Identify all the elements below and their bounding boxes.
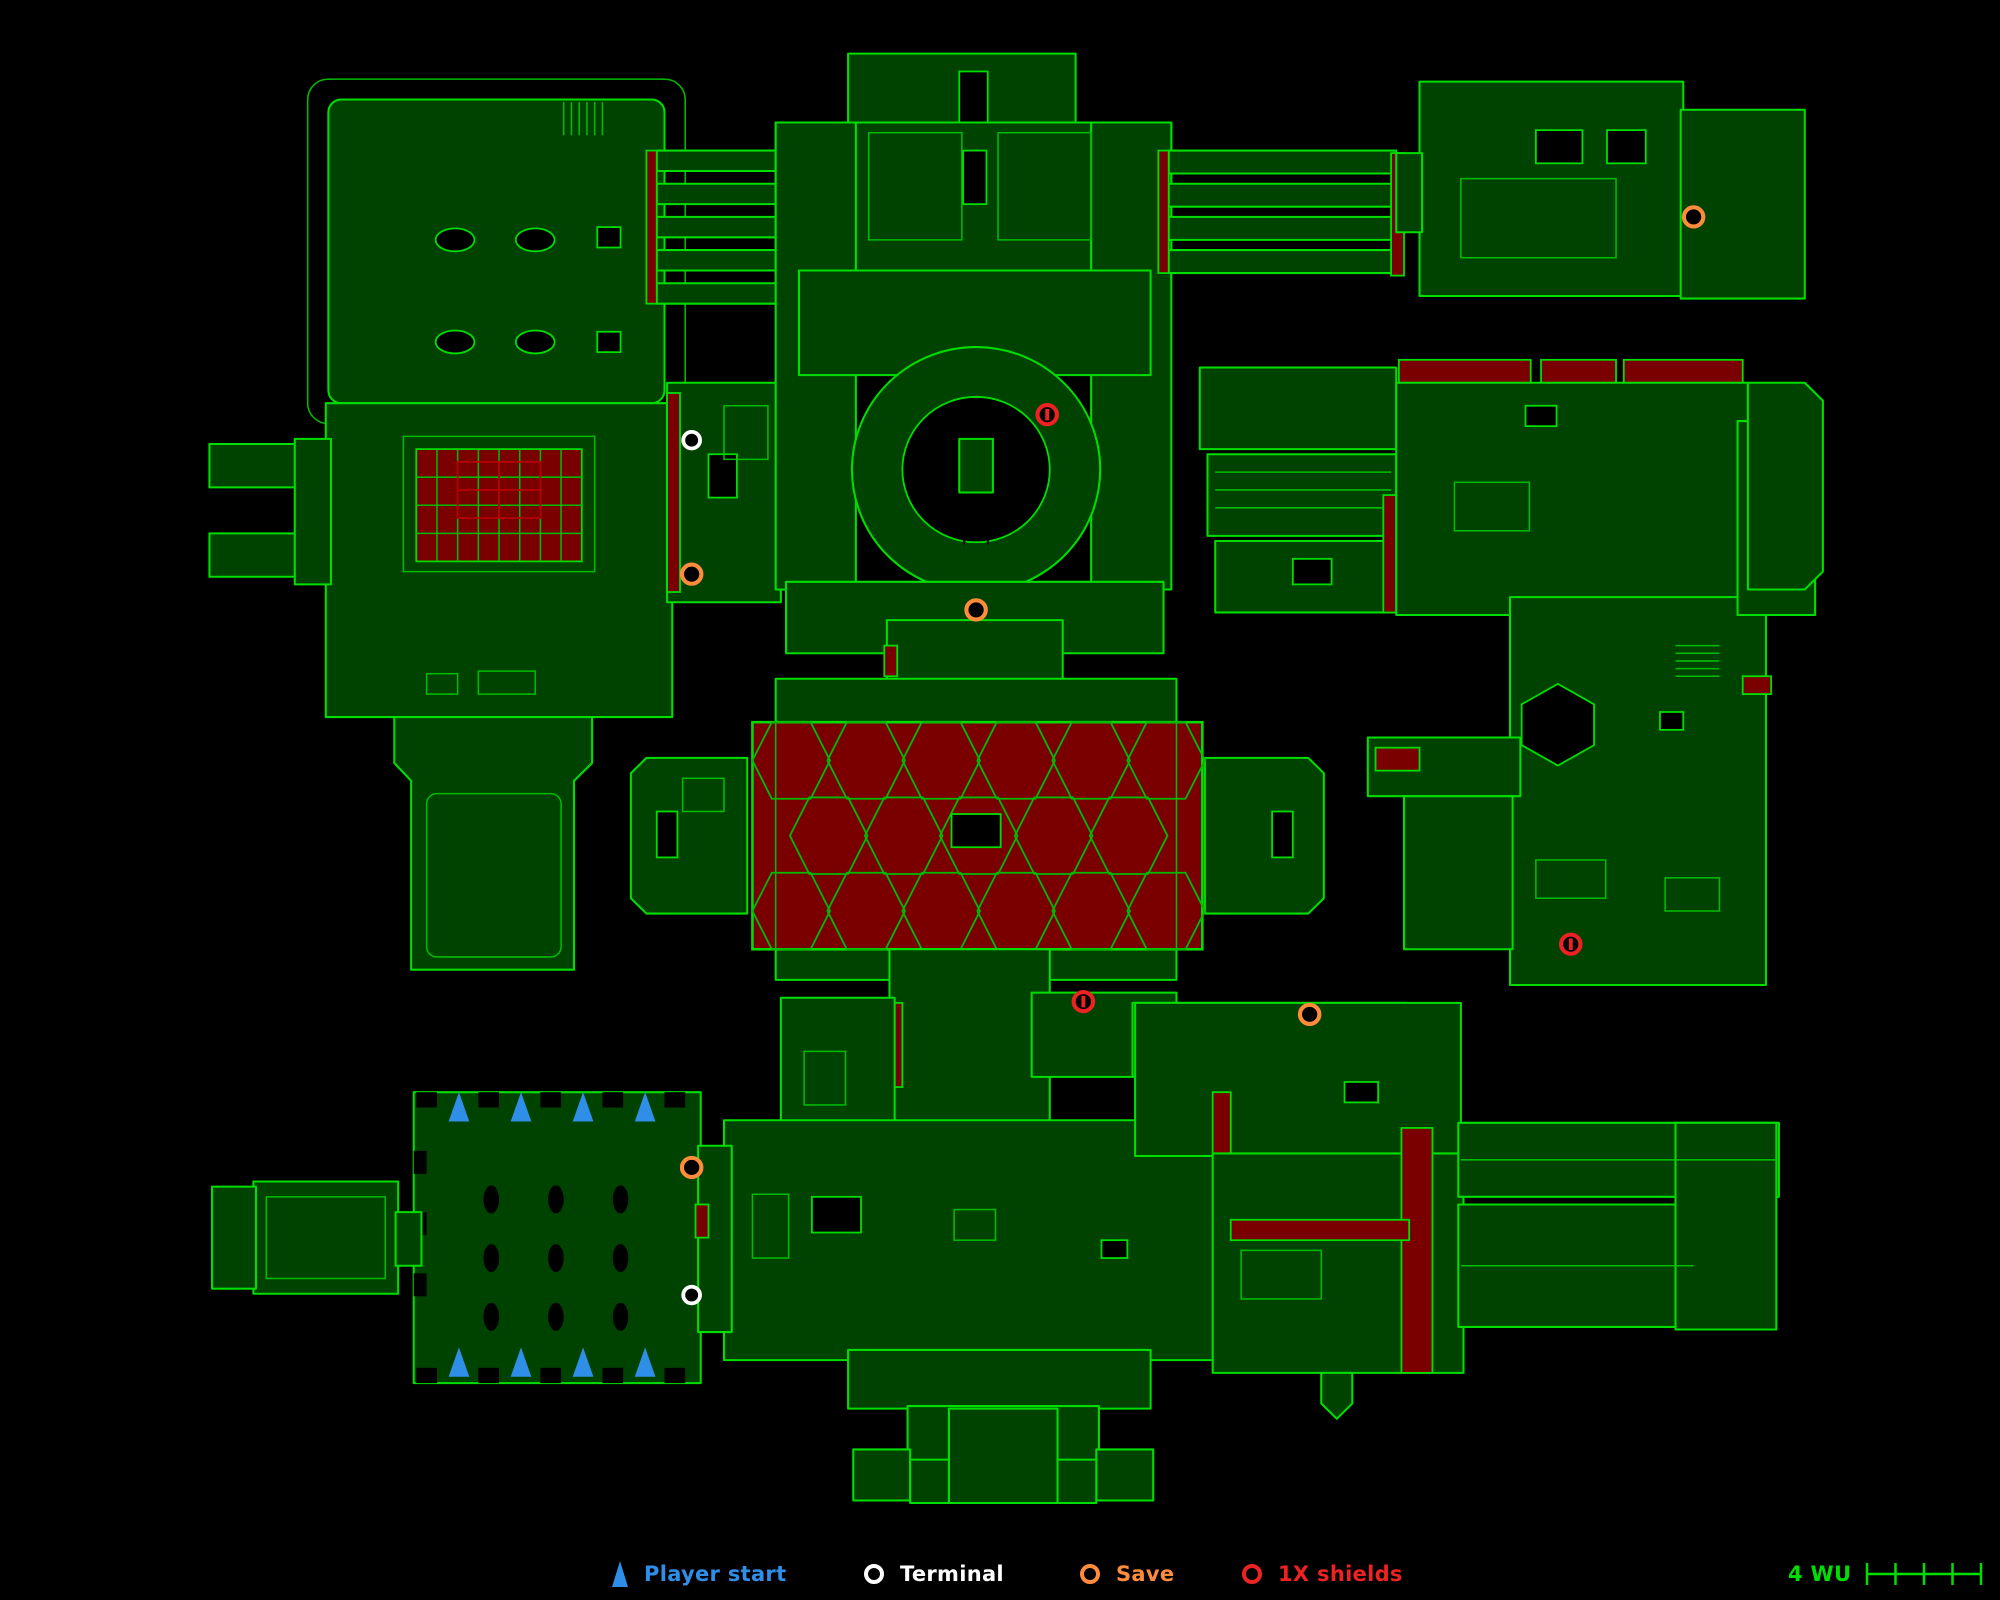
save-icon (1080, 1564, 1100, 1584)
honeycomb-cell (863, 796, 944, 875)
honeycomb-cell (826, 871, 906, 951)
player-start-marker (572, 1092, 594, 1122)
honeycomb-cell (901, 721, 981, 800)
shields-marker-core (1081, 995, 1086, 1008)
region-top-center (774, 52, 1173, 729)
region-connector-left (645, 149, 782, 604)
legend-shields: 1X shields (1240, 1554, 1403, 1594)
player-start-marker (448, 1092, 470, 1122)
region-top-left (208, 78, 686, 971)
honeycomb-cell (1051, 721, 1131, 800)
honeycomb-cell (751, 721, 832, 800)
honeycomb-cell (1126, 721, 1206, 800)
honeycomb-cell (1013, 796, 1094, 875)
map-markers (448, 205, 1706, 1377)
player-start-marker (448, 1347, 470, 1377)
shields-marker-core (1045, 408, 1050, 421)
terminal-icon (864, 1564, 884, 1584)
honeycomb-cell (1088, 796, 1169, 875)
legend-shields-label: 1X shields (1278, 1562, 1403, 1586)
legend-save-label: Save (1116, 1562, 1175, 1586)
hex-pillar (1520, 682, 1595, 767)
scale-ruler-icon (1866, 1563, 1983, 1585)
honeycomb-cell (1051, 871, 1131, 951)
shields-marker-core (1568, 938, 1573, 950)
save-marker (679, 1155, 704, 1180)
save-marker (964, 598, 988, 622)
terminal-marker (681, 429, 703, 451)
shields-icon (1242, 1564, 1262, 1584)
region-top-right (1366, 80, 1824, 987)
legend-scale: 4 WU (1788, 1554, 1983, 1594)
player-start-marker (510, 1092, 532, 1122)
terminal-marker (681, 1284, 703, 1306)
legend-player-start: Player start (610, 1554, 786, 1594)
region-connector-right (1157, 149, 1405, 614)
player-start-icon (612, 1561, 628, 1587)
legend-player-start-label: Player start (644, 1562, 787, 1586)
honeycomb-grid (751, 721, 1206, 951)
player-start-marker (572, 1347, 594, 1377)
honeycomb-cell (938, 796, 1019, 875)
honeycomb-cell (826, 721, 906, 800)
legend: Player start Terminal Save 1X shields 4 … (0, 1554, 2000, 1594)
player-start-marker (634, 1092, 656, 1122)
region-center-hazard (629, 677, 1325, 981)
save-marker (1297, 1002, 1322, 1026)
save-marker (679, 562, 704, 586)
honeycomb-cell (788, 796, 869, 875)
legend-scale-label: 4 WU (1788, 1562, 1852, 1586)
honeycomb-cell (751, 871, 832, 951)
legend-terminal: Terminal (862, 1554, 1004, 1594)
honeycomb-cell (976, 721, 1056, 800)
player-start-marker (510, 1347, 532, 1377)
save-marker (1681, 205, 1706, 229)
legend-save: Save (1078, 1554, 1174, 1594)
legend-terminal-label: Terminal (900, 1562, 1004, 1586)
region-bottom-right (1134, 1001, 1780, 1420)
honeycomb-cell (1126, 871, 1206, 951)
region-bottom-left-comb (210, 1091, 733, 1385)
player-start-marker (634, 1347, 656, 1377)
